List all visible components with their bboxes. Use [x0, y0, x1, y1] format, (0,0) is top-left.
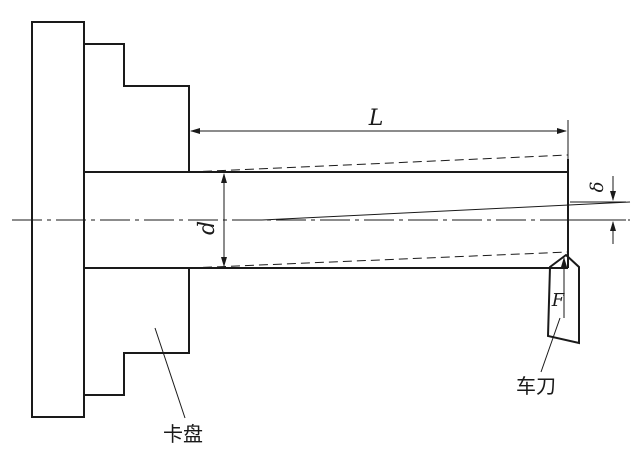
deflection-line-bottom	[188, 251, 569, 269]
label-diameter: d	[195, 221, 220, 235]
deflection-line-top	[188, 154, 569, 173]
label-chuck: 卡盘	[163, 422, 203, 446]
label-length: L	[368, 106, 384, 131]
cutting-tool	[546, 253, 580, 345]
leader-chuck	[154, 327, 186, 419]
label-tool: 车刀	[516, 374, 556, 398]
leader-tool	[540, 317, 561, 373]
chuck-jaw-body	[84, 43, 190, 396]
label-force: F	[551, 290, 566, 311]
deflected-axis-line	[261, 201, 631, 221]
workpiece-shaft	[84, 159, 569, 269]
label-deflection: δ	[587, 182, 608, 193]
